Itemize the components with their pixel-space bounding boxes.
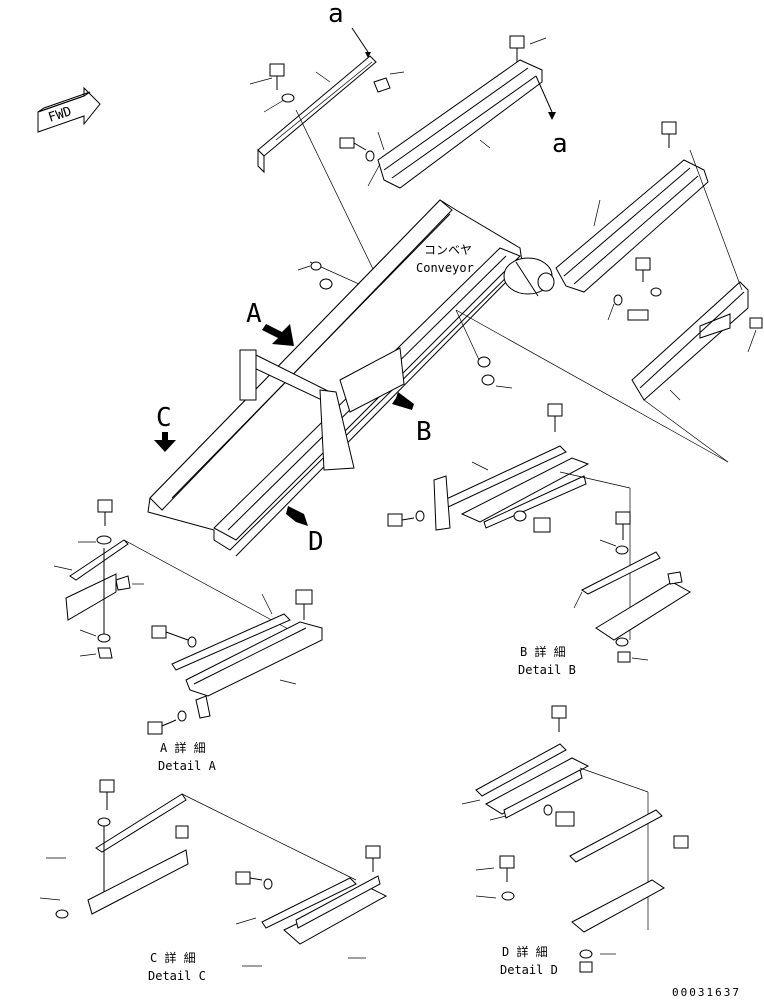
detail-b-title-en: Detail B [518, 663, 576, 677]
detail-c-title-en: Detail C [148, 969, 206, 983]
view-arrow-b-icon [392, 392, 414, 410]
marker-D: D [308, 527, 324, 557]
drawing-number: 00031637 [672, 986, 741, 999]
view-arrow-c-icon [154, 432, 176, 452]
detail-b-title-jp: B 詳 細 [520, 644, 566, 659]
marker-C: C [156, 403, 172, 433]
right-cover-assembly [555, 121, 763, 463]
fwd-label: FWD [47, 104, 74, 126]
marker-a-right: a [552, 129, 568, 159]
detail-a-title-en: Detail A [158, 759, 217, 773]
conveyor-label-jp: コンベヤ [424, 243, 472, 257]
marker-a-top: a [328, 0, 344, 29]
detail-d: D 詳 細 Detail D [461, 705, 689, 977]
detail-d-title-en: Detail D [500, 963, 558, 977]
marker-B: B [416, 417, 432, 447]
view-arrow-d-icon [286, 506, 308, 526]
view-arrow-a-icon [262, 324, 294, 346]
detail-c-title-jp: C 詳 細 [150, 950, 196, 965]
detail-d-title-jp: D 詳 細 [502, 944, 548, 959]
detail-a: A 詳 細 Detail A [53, 499, 323, 773]
conveyor-frame: コンベヤ Conveyor A B C D [147, 109, 729, 557]
fwd-arrow-icon: FWD [37, 86, 101, 133]
marker-A: A [246, 299, 262, 329]
detail-c: C 詳 細 Detail C [39, 779, 388, 983]
top-cover-assembly: a a [249, 0, 568, 189]
detail-b: B 詳 細 Detail B [387, 403, 691, 677]
detail-a-title-jp: A 詳 細 [160, 740, 206, 755]
conveyor-label-en: Conveyor [416, 261, 474, 275]
